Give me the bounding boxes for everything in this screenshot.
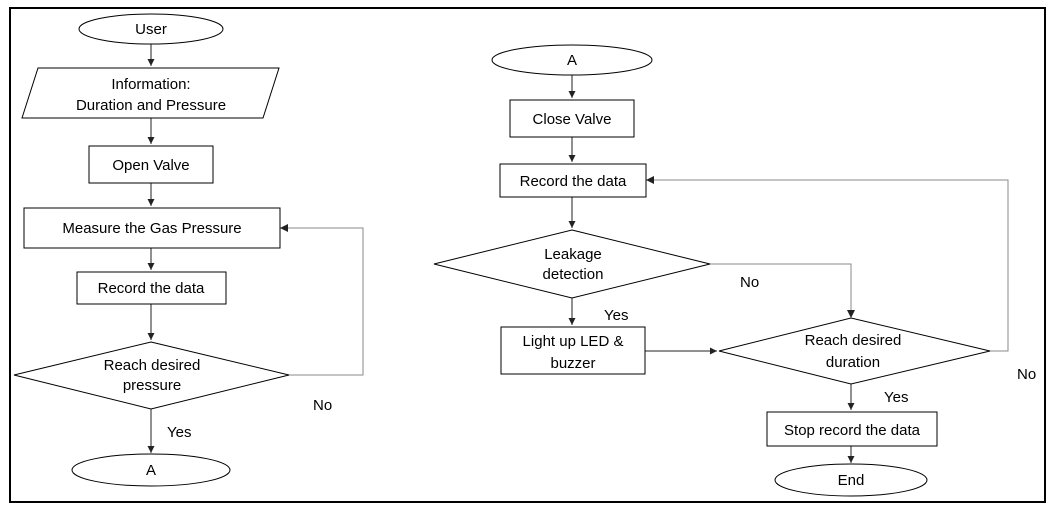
end-label: End <box>838 472 865 489</box>
connector-a-right <box>491 44 653 76</box>
measure-pressure-box <box>23 207 281 249</box>
loop-arrowhead <box>280 224 288 232</box>
pressure-no-label: No <box>313 397 332 414</box>
record-data-box-right <box>499 163 647 198</box>
edge-leakage-no-to-duration <box>710 263 852 312</box>
leakage-decision <box>433 229 711 299</box>
open-valve-box <box>88 145 214 184</box>
start-user-label: User <box>135 21 167 38</box>
stop-record-label: Stop record the data <box>784 422 921 439</box>
input-label-line1: Information: <box>111 76 190 93</box>
end-terminal <box>774 463 928 497</box>
reach-pressure-label-line2: pressure <box>123 377 181 394</box>
record-data-box-left <box>76 271 227 305</box>
measure-pressure-label: Measure the Gas Pressure <box>62 220 241 237</box>
duration-label-line2: duration <box>826 354 880 371</box>
duration-label-line1: Reach desired <box>805 332 902 349</box>
edge-decision-no-loop <box>280 227 364 376</box>
duration-yes-label: Yes <box>884 389 908 406</box>
led-buzzer-box <box>500 326 646 375</box>
led-buzzer-label-line2: buzzer <box>550 355 595 372</box>
leakage-label-line2: detection <box>543 266 604 283</box>
reach-pressure-decision <box>13 341 290 410</box>
connector-a-left <box>71 453 231 487</box>
stop-record-box <box>766 411 938 447</box>
connector-a-left-label: A <box>146 462 156 479</box>
close-valve-box <box>509 99 635 138</box>
duration-no-label: No <box>1017 366 1036 383</box>
leakage-no-label: No <box>740 274 759 291</box>
reach-pressure-label-line1: Reach desired <box>104 357 201 374</box>
duration-decision <box>718 317 991 385</box>
open-valve-label: Open Valve <box>112 157 189 174</box>
led-buzzer-label-line1: Light up LED & <box>523 333 624 350</box>
edge-duration-no-loop <box>646 179 1009 352</box>
record-data-label-right: Record the data <box>520 173 627 190</box>
leakage-label-line1: Leakage <box>544 246 602 263</box>
input-label-line2: Duration and Pressure <box>76 97 226 114</box>
pressure-yes-label: Yes <box>167 424 191 441</box>
leakage-yes-label: Yes <box>604 307 628 324</box>
start-user-terminal <box>78 13 224 45</box>
diagram-frame <box>9 7 1046 503</box>
input-parallelogram <box>21 67 280 119</box>
close-valve-label: Close Valve <box>533 111 612 128</box>
connector-a-right-label: A <box>567 52 577 69</box>
leakage-no-arrowhead <box>847 310 855 318</box>
left-connectors <box>147 44 364 453</box>
right-connectors <box>568 75 1009 463</box>
record-data-label-left: Record the data <box>98 280 205 297</box>
duration-loop-arrowhead <box>646 176 654 184</box>
